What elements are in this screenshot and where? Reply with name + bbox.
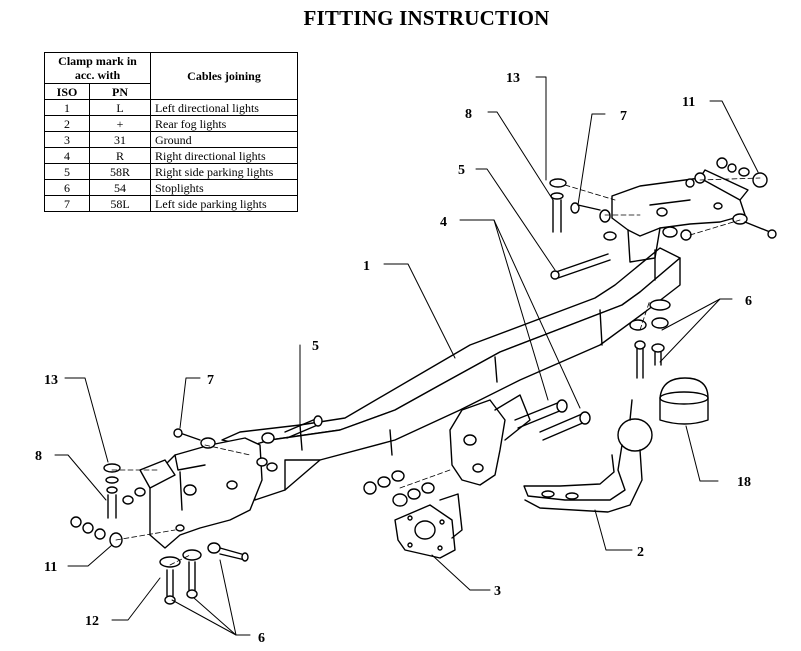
callout-4: 4 <box>440 215 447 230</box>
callout-11-left: 11 <box>44 560 57 575</box>
cable-cell: Ground <box>150 131 298 148</box>
cable-cell: Right directional lights <box>150 147 298 164</box>
callout-leaders <box>54 76 759 636</box>
cables-joining-table: Clamp mark in acc. with Cables joining I… <box>44 52 298 212</box>
callout-8-left: 8 <box>35 449 42 464</box>
cables-joining-header: Cables joining <box>150 52 298 100</box>
callout-13-left: 13 <box>44 373 58 388</box>
callout-6-bottom: 6 <box>258 631 265 646</box>
iso-cell: 7 <box>44 195 90 212</box>
callout-5-top: 5 <box>458 163 465 178</box>
callout-11-top: 11 <box>682 95 695 110</box>
pn-cell: 31 <box>89 131 151 148</box>
fasteners <box>70 157 777 605</box>
callout-6-right: 6 <box>745 294 752 309</box>
callout-18: 18 <box>737 475 751 490</box>
clamp-mark-header: Clamp mark in acc. with <box>44 52 151 84</box>
cable-cell: Left side parking lights <box>150 195 298 212</box>
cable-cell: Stoplights <box>150 179 298 196</box>
callout-13-top: 13 <box>506 71 520 86</box>
cross-beam <box>221 247 681 501</box>
pn-header: PN <box>89 83 151 100</box>
assembly-guide-lines <box>111 177 761 566</box>
left-mounting-bracket <box>139 437 263 549</box>
hitch-mounting-bracket <box>449 394 531 486</box>
callout-numbers: 13 8 7 11 5 4 1 6 5 13 7 8 18 11 2 12 3 … <box>35 71 752 646</box>
table-row: 4 R Right directional lights <box>44 147 298 164</box>
callout-8-top: 8 <box>465 107 472 122</box>
callout-1: 1 <box>363 259 370 274</box>
cable-cell: Right side parking lights <box>150 163 298 180</box>
callout-3: 3 <box>494 584 501 599</box>
socket-plate <box>394 493 463 559</box>
callout-7-top: 7 <box>620 109 627 124</box>
tow-ball-arm <box>523 399 653 513</box>
ball-cover <box>659 377 709 425</box>
callout-2: 2 <box>637 545 644 560</box>
callout-12: 12 <box>85 614 99 629</box>
callout-5-left: 5 <box>312 339 319 354</box>
page-title: FITTING INSTRUCTION <box>303 6 550 30</box>
pn-cell: 54 <box>89 179 151 196</box>
table-row: 3 31 Ground <box>44 131 298 148</box>
table-row: 6 54 Stoplights <box>44 179 298 196</box>
table-row: 7 58L Left side parking lights <box>44 195 298 212</box>
callout-7-left: 7 <box>207 373 214 388</box>
right-mounting-bracket <box>611 169 749 263</box>
pn-cell: 58L <box>89 195 151 212</box>
